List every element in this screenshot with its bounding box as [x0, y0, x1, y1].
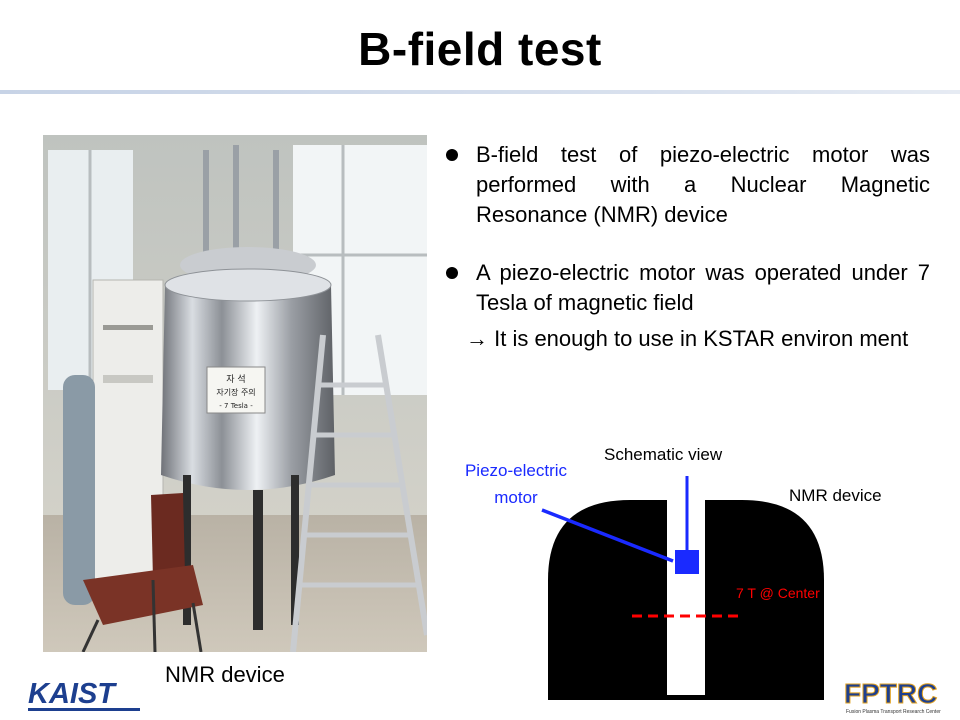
sign-line-1: 자 석 [226, 374, 245, 385]
pointer-arrow [541, 508, 674, 563]
piezo-label-line-2: motor [494, 488, 538, 507]
kaist-logo-text: KAIST [28, 678, 117, 710]
center-field-label: 7 T @ Center [736, 585, 820, 601]
bullet-item: B-field test of piezo-electric motor was… [444, 140, 930, 230]
bullet-text: B-field test of piezo-electric motor was… [476, 142, 930, 227]
fptrc-logo-text: FPTRC [844, 678, 937, 709]
nmr-device-label: NMR device [789, 486, 882, 505]
nmr-photo-illustration: 자 석 자기장 주의 - 7 Tesla - [43, 135, 427, 652]
title-divider [0, 90, 960, 94]
sign-line-2: 자기장 주의 [216, 387, 255, 397]
fptrc-logo: FPTRC Fusion Plasma Transport Research C… [844, 678, 942, 716]
schematic-title: Schematic view [604, 445, 723, 464]
conclusion-note: → It is enough to use in KSTAR environ m… [466, 326, 909, 351]
sign-line-3: - 7 Tesla - [219, 402, 253, 410]
piezo-motor-icon [675, 550, 699, 574]
nmr-schematic [541, 476, 824, 700]
slide-title: B-field test [358, 23, 602, 75]
bullet-dot-icon [446, 267, 458, 279]
bullet-list: B-field test of piezo-electric motor was… [444, 140, 930, 354]
photo-caption: NMR device [165, 662, 285, 687]
nmr-photo: 자 석 자기장 주의 - 7 Tesla - [43, 135, 427, 652]
fptrc-logo-subtext: Fusion Plasma Transport Research Center [846, 709, 941, 715]
bullet-dot-icon [446, 149, 458, 161]
piezo-label-line-1: Piezo-electric [464, 461, 568, 480]
kaist-logo: KAIST [28, 678, 140, 711]
bullet-text: A piezo-electric motor was operated unde… [476, 260, 930, 315]
bullet-item: A piezo-electric motor was operated unde… [444, 258, 930, 318]
piezo-motor-label: Piezo-electric motor [444, 457, 588, 511]
